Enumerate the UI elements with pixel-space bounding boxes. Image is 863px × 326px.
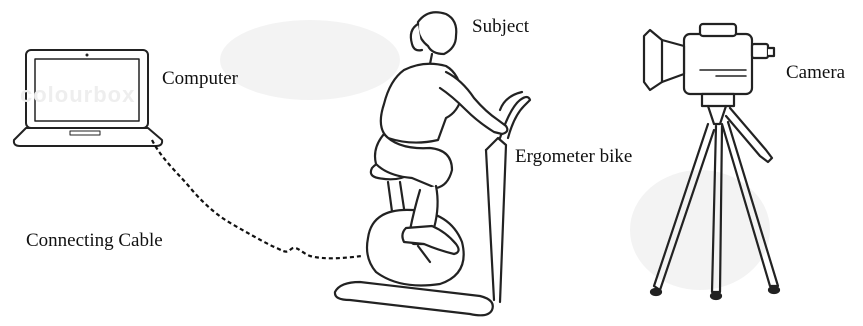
- camera-icon: [644, 24, 774, 106]
- connecting-cable-label: Connecting Cable: [26, 230, 163, 252]
- watermark: colourbox: [20, 82, 135, 108]
- ergometer-bike-label: Ergometer bike: [515, 146, 632, 168]
- connecting-cable-line: [152, 140, 362, 258]
- computer-label: Computer: [162, 68, 238, 90]
- camera-label: Camera: [786, 62, 845, 84]
- subject-label: Subject: [472, 16, 529, 38]
